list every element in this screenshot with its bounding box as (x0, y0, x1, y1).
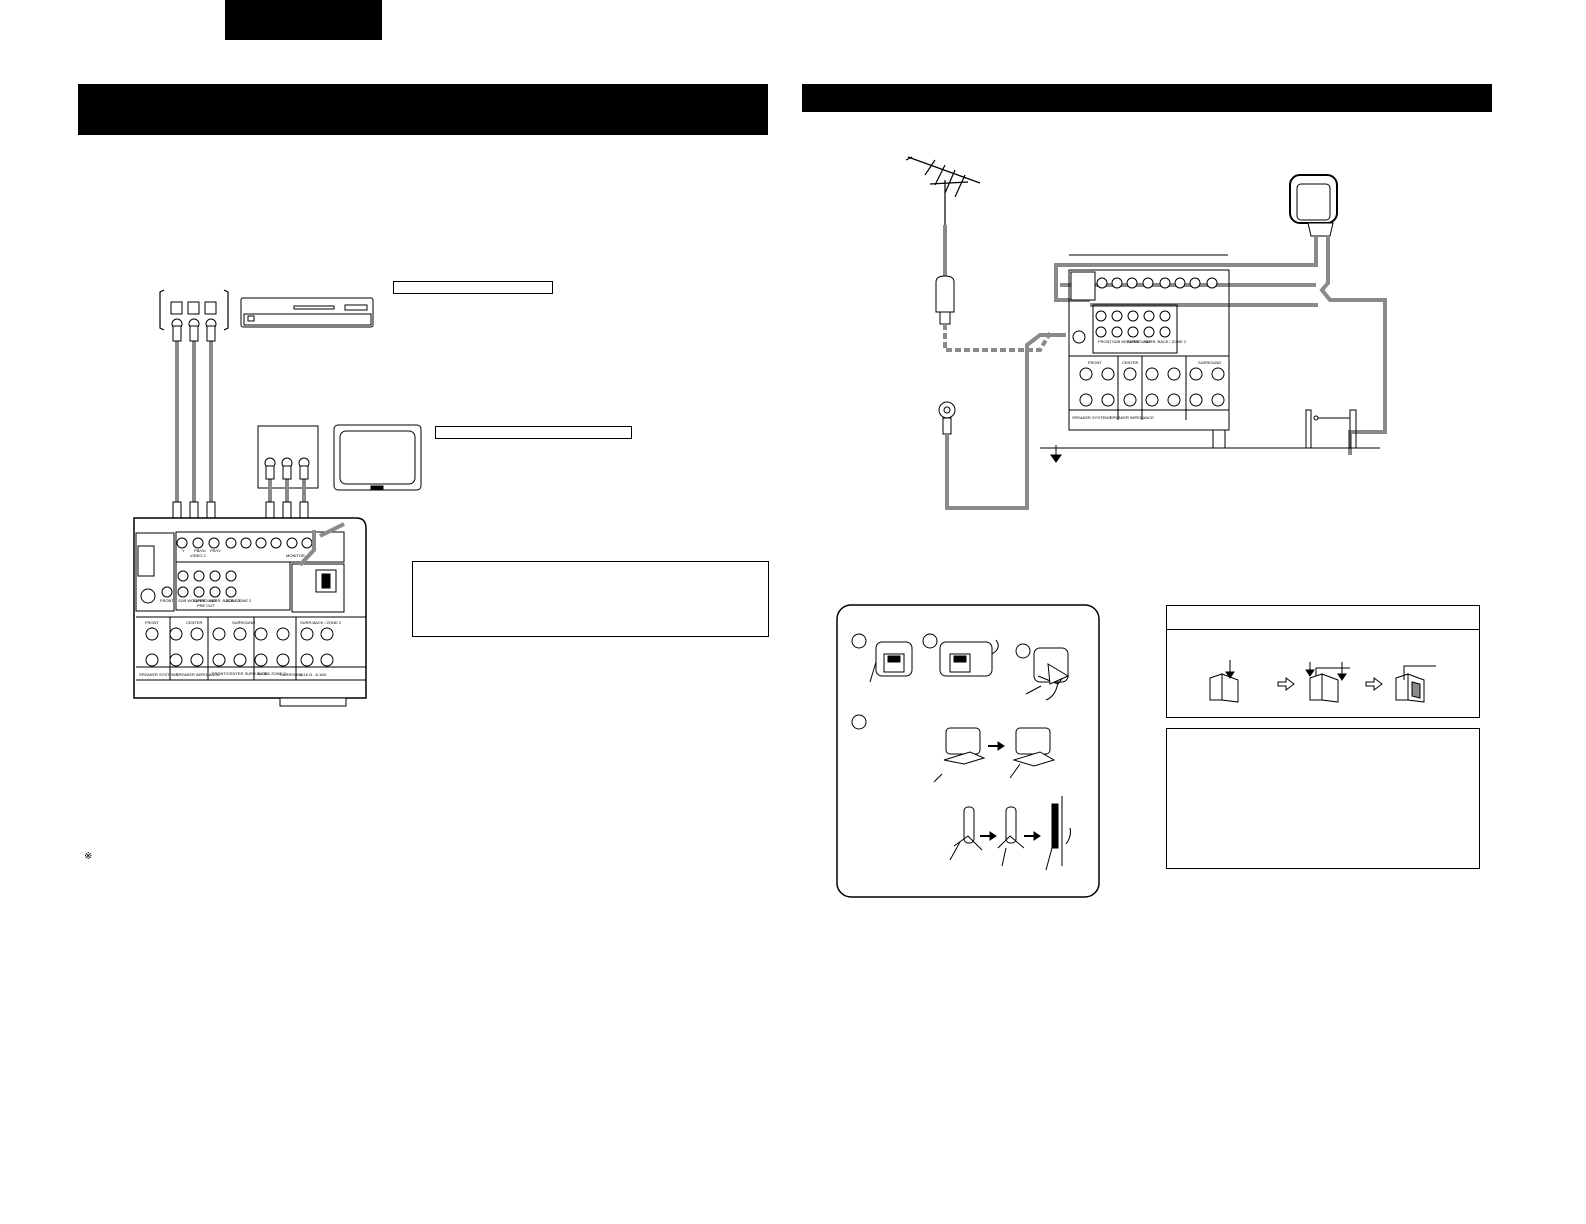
left-connection-diagram: Y PB/Cb PR/Cr VIDEO 2 MONITOR PRE OUT FR… (133, 289, 422, 707)
left-note-box (412, 561, 769, 637)
right-top-note-box (1166, 605, 1480, 718)
step2-antenna (939, 639, 999, 677)
receiver-speaker-terminals (145, 627, 334, 667)
label-r-surr: SURROUND (1127, 339, 1150, 344)
label-footer-fc: FRONT/CENTER SURR.BACK / ZONE 2 (212, 671, 286, 676)
receiver-rear-panel-right (1040, 254, 1380, 449)
label-r-sw: SUB WOOFER (1112, 339, 1139, 344)
left-section-title-bar (78, 84, 768, 135)
ground-symbol (1050, 445, 1062, 463)
terminal-connection-steps (1209, 660, 1436, 703)
monitor-caption-box (435, 426, 632, 439)
label-video2: VIDEO 2 (190, 553, 207, 558)
header-tab-block (225, 0, 382, 40)
label-r-front: FRONT (1098, 339, 1112, 344)
label-footer-416: 4-16 Ω : 6-16Ω (300, 672, 326, 677)
label-footer-systems: SPEAKER SYSTEMS (139, 672, 178, 677)
label-pre-front: FRONT (160, 598, 174, 603)
monitor-cables (268, 478, 306, 502)
receiver-input-jacks (176, 537, 313, 549)
label-pre-surr: SURROUND (193, 598, 216, 603)
label-footer-impedance: SPEAKER IMPEDANCE (176, 672, 220, 677)
coax-connector (938, 401, 956, 435)
label-pre-sb: SURR. BACK / ZONE 2 (209, 598, 252, 603)
right-bottom-note-box (1166, 728, 1480, 869)
label-r-sb: SURR. BACK / ZONE 2 (1144, 339, 1187, 344)
fm-plug (935, 275, 955, 325)
am-cables (1054, 236, 1387, 455)
label-r-spk-center: CENTER (1122, 360, 1139, 365)
label-preout: PRE OUT (197, 603, 215, 608)
am-loop-antenna (1289, 174, 1338, 237)
fm-antenna (905, 156, 981, 225)
label-pre-z3: ZONE 3 (226, 598, 241, 603)
tv-monitor (333, 424, 422, 491)
left-loop-cable (298, 522, 345, 567)
label-r-spk-front: FRONT (1088, 360, 1102, 365)
label-pr: PR/Cr (210, 548, 222, 553)
label-spk-front: FRONT (145, 620, 159, 625)
label-pb: PB/Cb (194, 548, 206, 553)
footnote-mark: ※ (84, 851, 93, 862)
label-y: Y (182, 548, 185, 553)
label-r-impedance: SPEAKER IMPEDANCE (1110, 415, 1154, 420)
label-r-spk-surr: SURROUND (1198, 360, 1221, 365)
label-spk-surr: SURROUND (232, 620, 255, 625)
right-section-title-bar (802, 84, 1492, 112)
label-pre-sw: SUB WOOFER (178, 598, 205, 603)
antenna-connection-diagram: FRONT SUB WOOFER SURROUND SURR. BACK / Z… (905, 156, 1387, 510)
dvd-player (240, 297, 374, 328)
right-top-note-header-divider (1166, 629, 1480, 630)
step4-assembly (933, 727, 1056, 783)
receiver-right-jacks (1095, 277, 1218, 338)
step3-antenna (1025, 647, 1070, 701)
step4-wall-mount (949, 796, 1071, 871)
receiver-preout-jacks (161, 570, 237, 598)
receiver-rear-panel (133, 517, 367, 707)
label-footer-surround: SURROUND (280, 672, 303, 677)
coax-ground-cable (945, 333, 1066, 510)
step1-antenna (869, 641, 913, 683)
dvd-jack-panel (159, 289, 229, 331)
label-spk-center: CENTER (186, 620, 203, 625)
fm-dashed-cable (943, 324, 1052, 352)
dvd-cables (175, 340, 213, 502)
window-frame (1305, 409, 1357, 448)
label-spk-sb: SURR.BACK / ZONE 2 (300, 620, 342, 625)
label-r-systems: SPEAKER SYSTEMS (1072, 415, 1111, 420)
am-assembly-figure (836, 604, 1100, 898)
label-footer-616: 6-16Ω (258, 671, 269, 676)
label-monitor: MONITOR (286, 553, 305, 558)
receiver-right-terminals (1079, 367, 1225, 407)
dvd-caption-box (393, 281, 553, 294)
